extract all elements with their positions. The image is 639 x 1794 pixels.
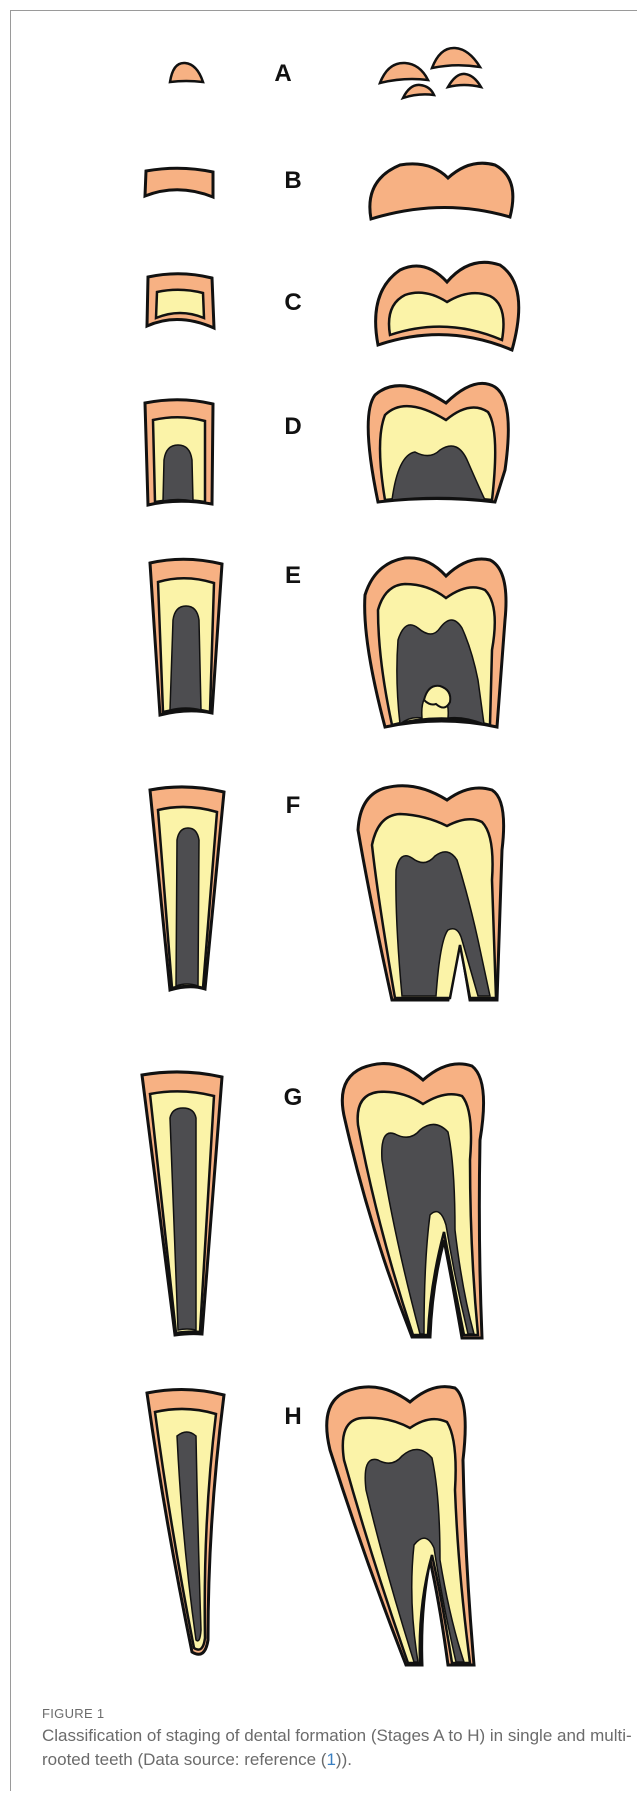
caption-text-end: )). [336,1750,352,1769]
stage-label-a: A [274,60,291,87]
stage-c-row: C [147,262,519,350]
stage-g-row: G [142,1064,484,1338]
single-root-stage-h [147,1389,224,1654]
dental-staging-diagram: A B C D [0,0,639,1700]
stage-label-d: D [284,413,301,440]
multi-root-stage-g [342,1064,483,1338]
single-root-stage-e [150,559,222,715]
multi-root-stage-c [376,262,519,350]
multi-root-stage-h [327,1387,474,1665]
single-root-stage-f [150,787,224,990]
figure-label: FIGURE 1 [42,1706,104,1721]
stage-label-g: G [284,1084,303,1111]
stage-label-b: B [284,167,301,194]
single-root-stage-a [170,63,203,82]
stage-label-c: C [284,289,301,316]
single-root-stage-g [142,1072,222,1335]
single-root-stage-b [145,168,213,197]
stage-f-row: F [150,786,504,1000]
multi-root-stage-e [365,558,506,727]
stage-label-h: H [284,1403,301,1430]
stage-label-e: E [285,562,301,589]
stage-h-row: H [147,1387,474,1665]
stage-d-row: D [145,383,508,505]
figure-caption: Classification of staging of dental form… [42,1724,632,1772]
multi-root-stage-b [370,163,513,219]
stage-e-row: E [150,558,506,727]
stage-label-f: F [286,792,301,819]
single-root-stage-c [147,274,214,328]
stage-b-row: B [145,163,513,219]
multi-root-stage-f [358,786,504,1000]
stage-a-row: A [170,48,481,98]
multi-root-stage-a [380,48,481,98]
single-root-stage-d [145,400,213,505]
reference-link[interactable]: 1 [326,1750,335,1769]
multi-root-stage-d [368,383,508,502]
